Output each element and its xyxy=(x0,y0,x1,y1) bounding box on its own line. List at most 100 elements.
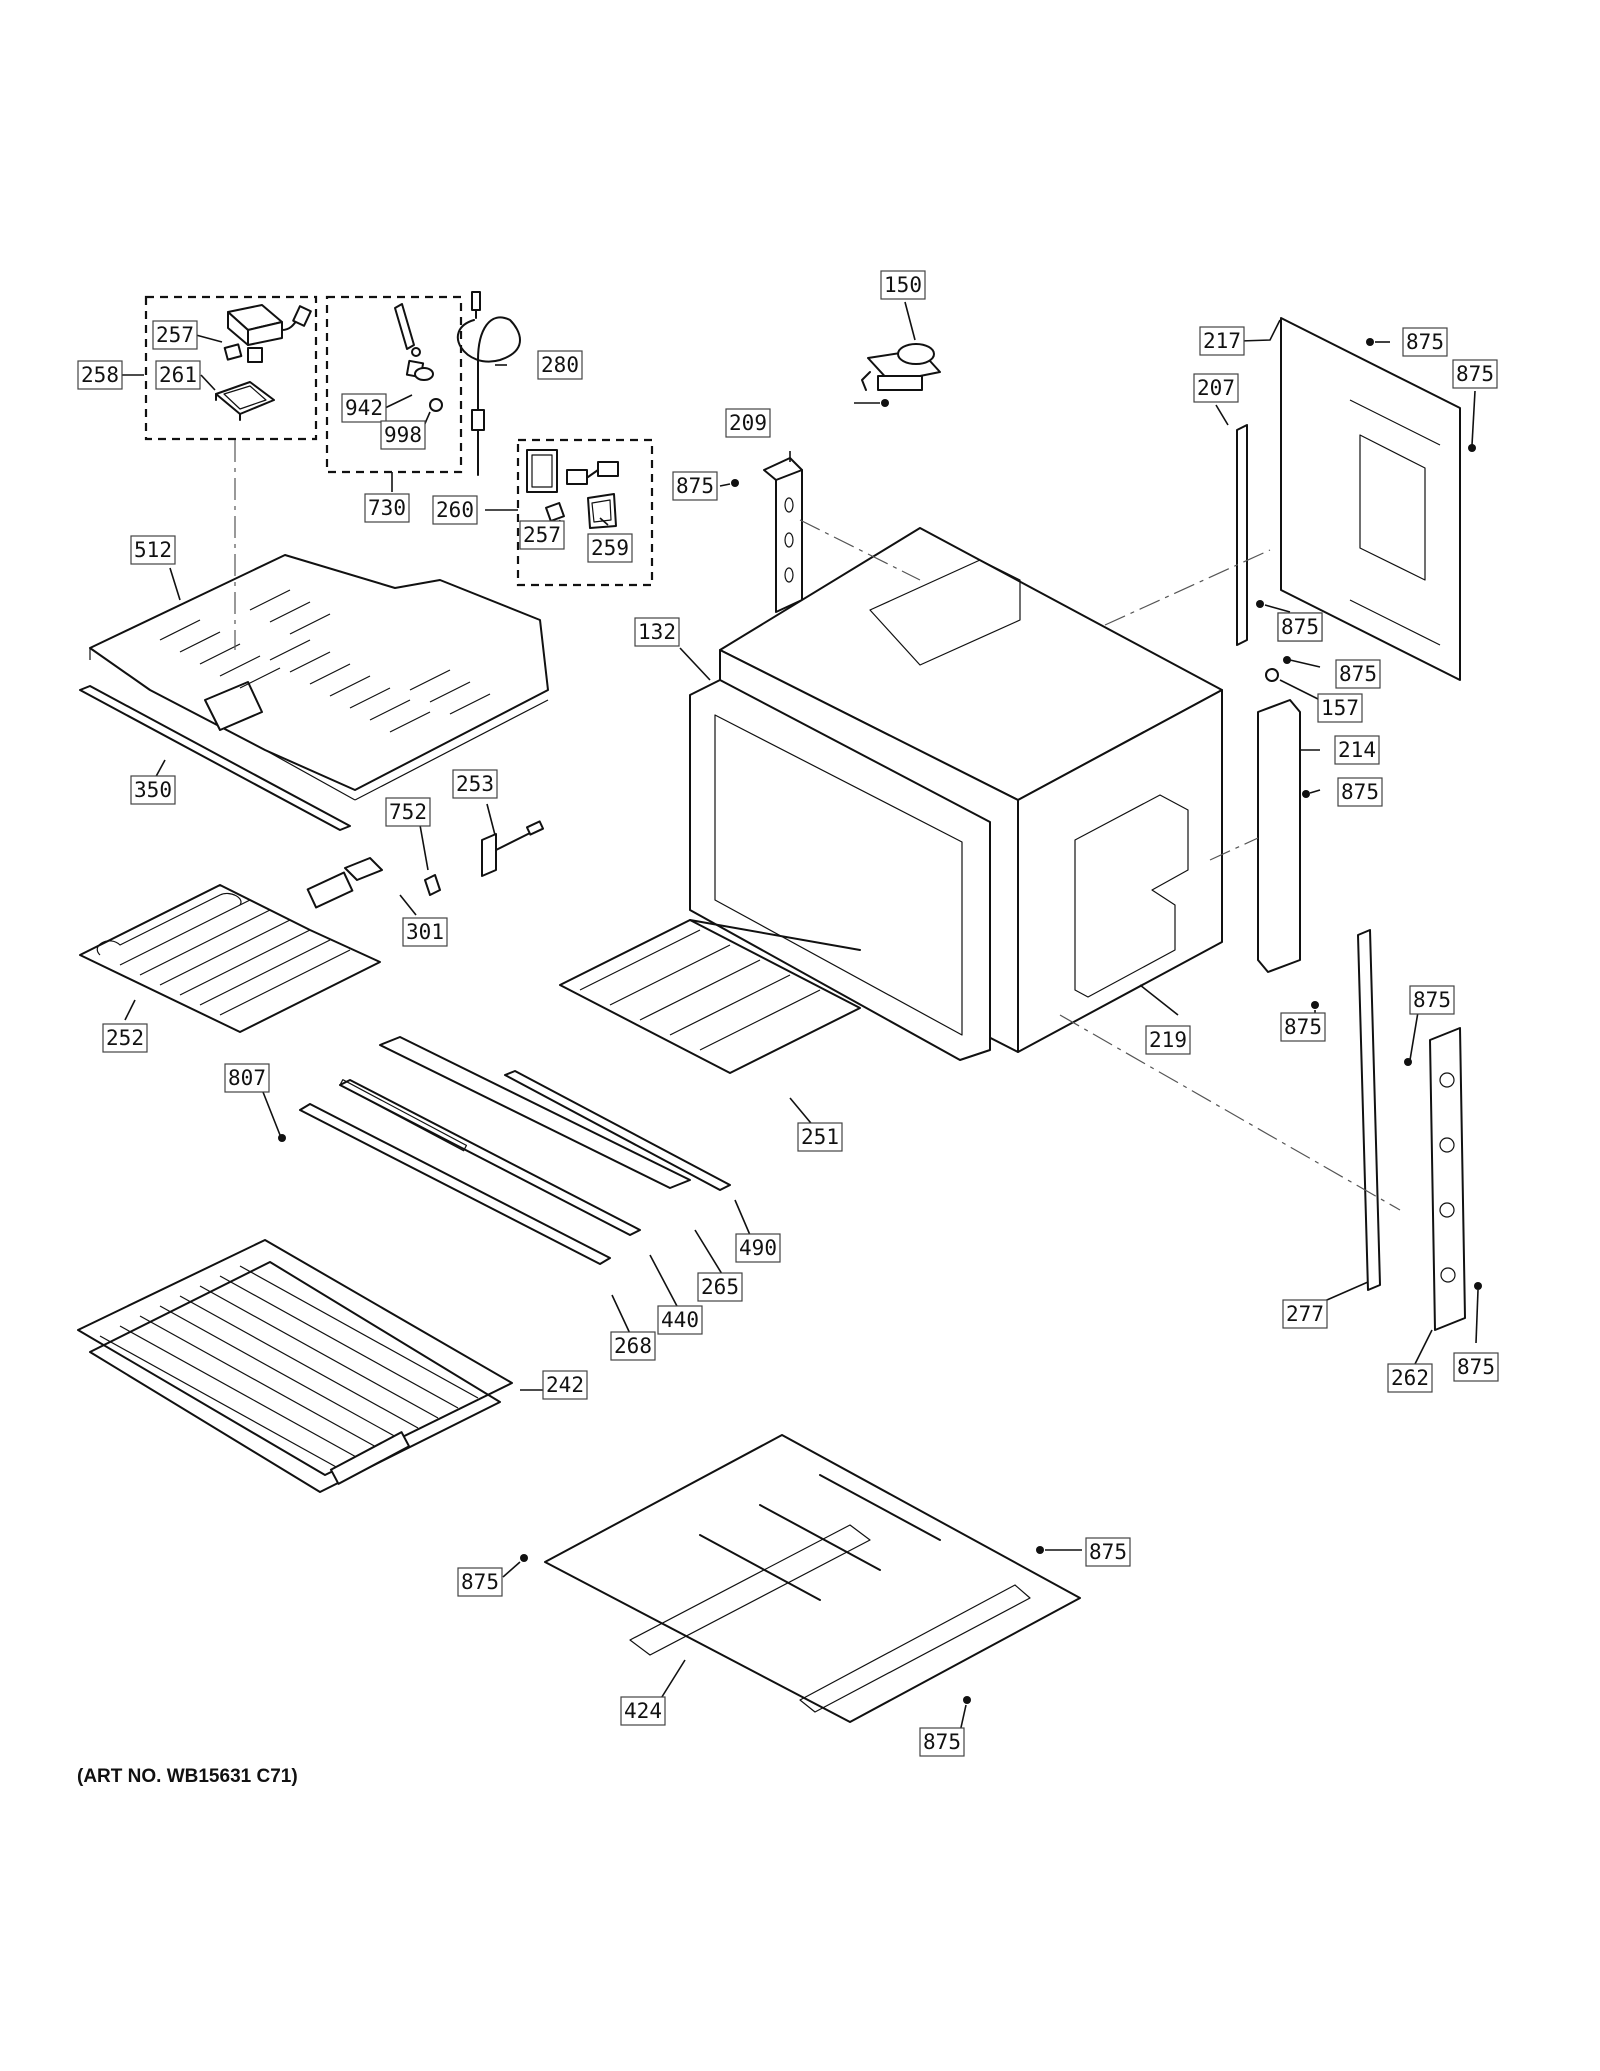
bracket-214-shape xyxy=(1257,699,1301,973)
callout-730: 730 xyxy=(364,493,410,523)
part-number-label: 265 xyxy=(701,1275,739,1299)
part-number-label: 262 xyxy=(1391,1366,1429,1390)
side-panel-262-shape xyxy=(1429,1027,1466,1331)
callout-251: 251 xyxy=(797,1122,843,1152)
part-number-label: 490 xyxy=(739,1236,777,1260)
callout-box xyxy=(1334,735,1380,765)
part-number-label: 424 xyxy=(624,1699,662,1723)
part-number-label: 252 xyxy=(106,1026,144,1050)
callout-box xyxy=(1277,612,1323,642)
callout-752: 752 xyxy=(385,797,431,827)
back-panel-217-shape xyxy=(1280,317,1461,681)
callout-219: 219 xyxy=(1145,1025,1191,1055)
callout-277: 277 xyxy=(1282,1299,1328,1329)
callout-265: 265 xyxy=(697,1272,743,1302)
callout-box xyxy=(1193,373,1239,403)
callout-box xyxy=(880,270,926,300)
part-number-label: 257 xyxy=(156,323,194,347)
callout-490: 490 xyxy=(735,1233,781,1263)
callout-242: 242 xyxy=(542,1370,588,1400)
switch-150-shape xyxy=(861,343,941,391)
part-number-label: 875 xyxy=(1341,780,1379,804)
callout-875: 875 xyxy=(1280,1012,1326,1042)
callout-440: 440 xyxy=(657,1305,703,1335)
part-number-label: 258 xyxy=(81,363,119,387)
broil-element-252-shape xyxy=(79,871,381,1033)
part-number-label: 268 xyxy=(614,1334,652,1358)
callout-875: 875 xyxy=(1453,1352,1499,1382)
callout-box xyxy=(1335,659,1381,689)
part-number-label: 251 xyxy=(801,1125,839,1149)
callout-875: 875 xyxy=(919,1727,965,1757)
callout-box xyxy=(1453,1352,1499,1382)
part-number-label: 217 xyxy=(1203,329,1241,353)
callout-260: 260 xyxy=(432,495,478,525)
callout-box xyxy=(1280,1012,1326,1042)
oven-rack-242-shape xyxy=(77,1239,513,1493)
callout-labels: 1502178758752078752572582612809429987302… xyxy=(77,270,1499,1757)
part-number-label: 875 xyxy=(1284,1015,1322,1039)
part-number-label: 875 xyxy=(1281,615,1319,639)
callout-875: 875 xyxy=(1277,612,1323,642)
callout-box xyxy=(1145,1025,1191,1055)
part-number-label: 280 xyxy=(541,353,579,377)
callout-875: 875 xyxy=(1409,985,1455,1015)
callout-875: 875 xyxy=(1452,359,1498,389)
part-number-label: 875 xyxy=(1339,662,1377,686)
callout-268: 268 xyxy=(610,1331,656,1361)
part-number-label: 512 xyxy=(134,538,172,562)
part-number-label: 242 xyxy=(546,1373,584,1397)
sensor-module-257-shape xyxy=(223,304,312,363)
callout-box xyxy=(432,495,478,525)
callout-209: 209 xyxy=(725,408,771,438)
callout-box xyxy=(587,533,633,563)
part-number-label: 998 xyxy=(384,423,422,447)
callout-875: 875 xyxy=(1402,327,1448,357)
callout-258: 258 xyxy=(77,360,123,390)
part-number-label: 214 xyxy=(1338,738,1376,762)
callout-257: 257 xyxy=(152,320,198,350)
callout-box xyxy=(1199,326,1245,356)
part-number-label: 875 xyxy=(461,1570,499,1594)
bake-element-251-shape xyxy=(559,919,861,1074)
callout-box xyxy=(610,1331,656,1361)
callout-box xyxy=(519,520,565,550)
callout-280: 280 xyxy=(537,350,583,380)
callout-box xyxy=(341,393,387,423)
part-number-label: 730 xyxy=(368,496,406,520)
callout-875: 875 xyxy=(457,1567,503,1597)
part-number-label: 261 xyxy=(159,363,197,387)
callout-301: 301 xyxy=(402,917,448,947)
callout-box xyxy=(130,535,176,565)
callout-217: 217 xyxy=(1199,326,1245,356)
callout-253: 253 xyxy=(452,769,498,799)
callout-box xyxy=(1337,777,1383,807)
callout-box xyxy=(130,775,176,805)
part-number-label: 875 xyxy=(1457,1355,1495,1379)
callout-box xyxy=(634,617,680,647)
part-number-label: 132 xyxy=(638,620,676,644)
art-number: (ART NO. WB15631 C71) xyxy=(77,1766,298,1787)
rail-350-shape xyxy=(79,685,351,831)
callout-box xyxy=(402,917,448,947)
part-number-label: 807 xyxy=(228,1066,266,1090)
callout-512: 512 xyxy=(130,535,176,565)
part-number-label: 875 xyxy=(923,1730,961,1754)
kit-260-parts-shape xyxy=(526,449,619,529)
part-number-label: 253 xyxy=(456,772,494,796)
callout-261: 261 xyxy=(155,360,201,390)
callout-box xyxy=(672,471,718,501)
callout-box xyxy=(380,420,426,450)
callout-box xyxy=(457,1567,503,1597)
callout-box xyxy=(1402,327,1448,357)
terminal-parts-shape xyxy=(344,820,545,896)
callout-350: 350 xyxy=(130,775,176,805)
part-number-label: 875 xyxy=(1406,330,1444,354)
part-number-label: 752 xyxy=(389,800,427,824)
callout-box xyxy=(385,797,431,827)
part-number-label: 942 xyxy=(345,396,383,420)
callout-807: 807 xyxy=(224,1063,270,1093)
callout-214: 214 xyxy=(1334,735,1380,765)
callout-257: 257 xyxy=(519,520,565,550)
rail-277-shape xyxy=(1357,929,1381,1291)
